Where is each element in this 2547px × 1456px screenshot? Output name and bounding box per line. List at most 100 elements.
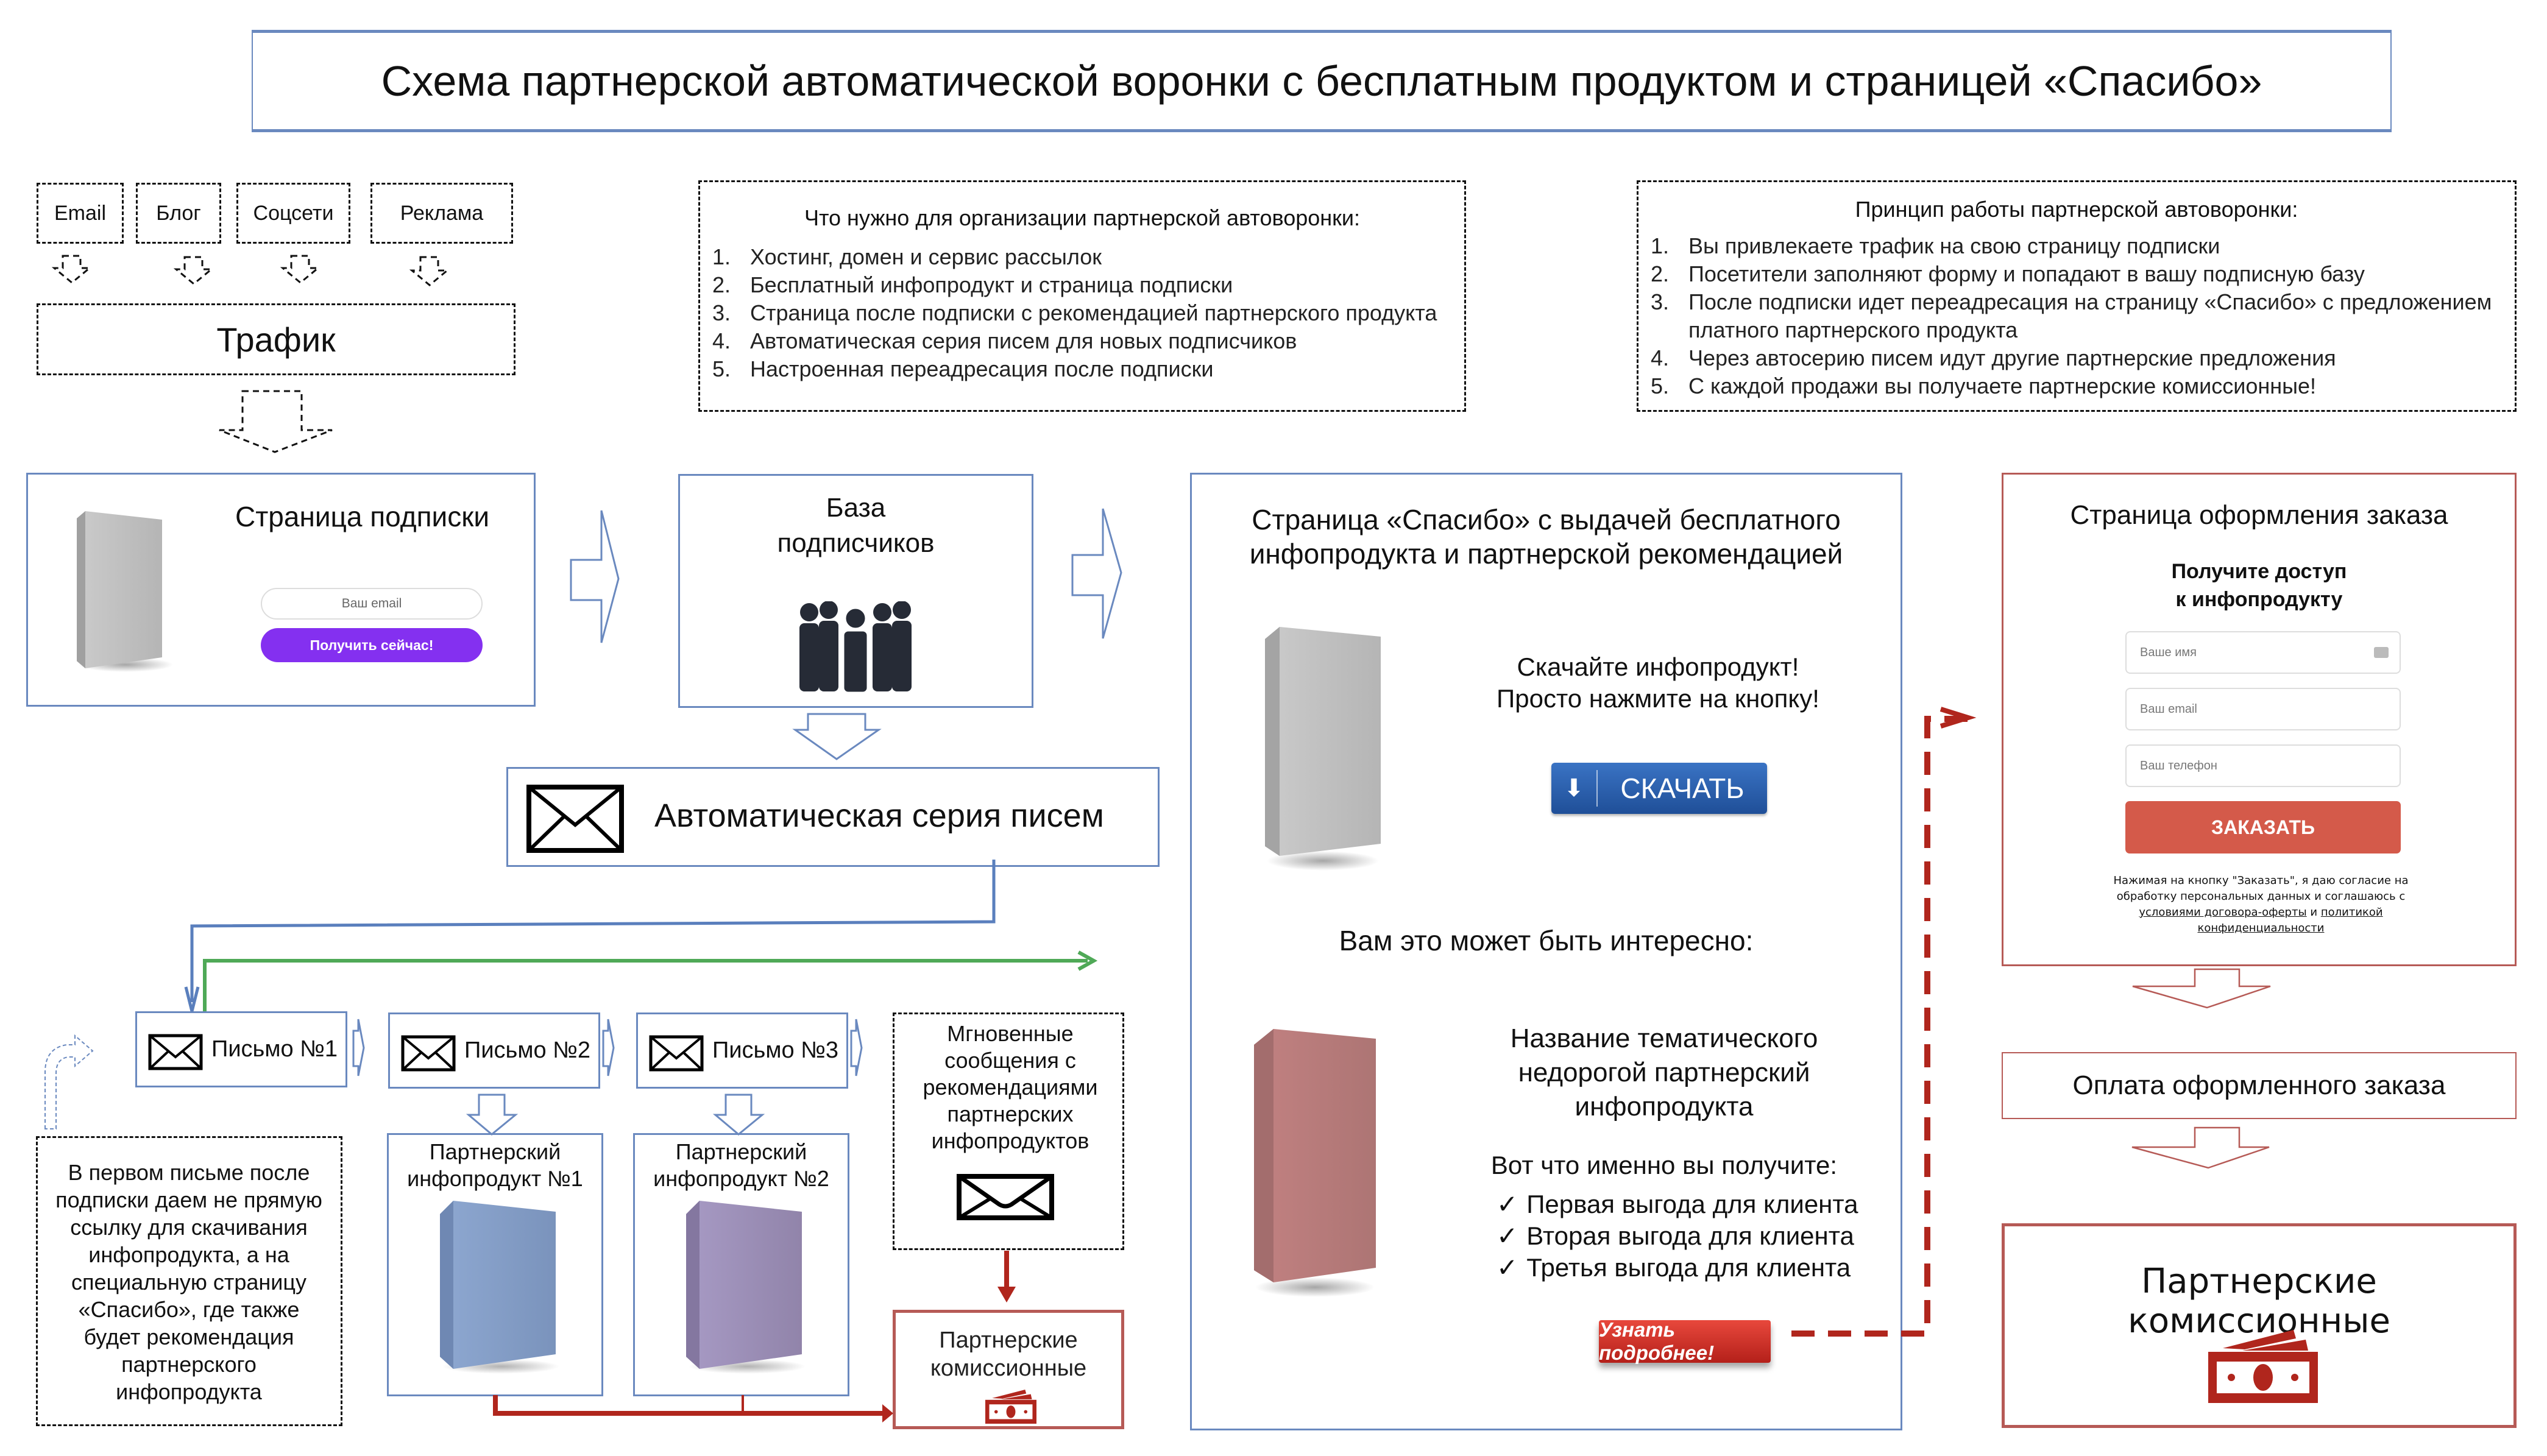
curved-dashed-arrow-icon <box>44 1034 94 1129</box>
letter-label: Письмо №3 <box>712 1037 839 1063</box>
requirements-box: Что нужно для организации партнерской ав… <box>698 180 1466 412</box>
messenger-text: Мгновенные сообщения с рекомендациями па… <box>923 1021 1098 1153</box>
down-arrow-icon <box>2132 968 2271 1009</box>
diagram-title-box: Схема партнерской автоматической воронки… <box>252 30 2392 132</box>
download-prompt-line2: Просто нажмите на кнопку! <box>1497 684 1819 713</box>
order-heading-line2: к инфопродукту <box>2175 588 2343 611</box>
traffic-source-label: Реклама <box>400 201 484 225</box>
principle-item: 3.После подписки идет переадресация на с… <box>1651 289 2492 342</box>
contact-card-icon <box>2374 647 2389 658</box>
benefit-item: ✓Вторая выгода для клиента <box>1497 1221 1854 1250</box>
order-form-heading: Получите доступ к инфопродукту <box>2003 557 2515 613</box>
principle-heading: Принцип работы партнерской автоворонки: <box>1855 197 2298 222</box>
consent-line3: условиями договора-оферты и политикой <box>2064 905 2457 921</box>
subscription-email-input[interactable]: Ваш email <box>261 588 483 620</box>
get-now-button[interactable]: Получить сейчас! <box>261 628 483 662</box>
down-arrow-icon <box>51 255 93 284</box>
money-icon <box>2208 1330 2318 1406</box>
download-button-label: СКАЧАТЬ <box>1620 772 1745 804</box>
traffic-source-social: Соцсети <box>236 183 350 244</box>
free-product-box-image <box>1265 627 1381 880</box>
down-arrow-icon <box>792 713 882 760</box>
down-arrow-icon <box>280 255 321 284</box>
offer-terms-link[interactable]: условиями договора-оферты <box>2139 906 2307 919</box>
letter-label: Письмо №1 <box>211 1036 338 1062</box>
traffic-source-blog: Блог <box>136 183 221 244</box>
down-arrow-icon <box>173 256 214 285</box>
requirements-item: 4.Автоматическая серия писем для новых п… <box>712 328 1297 353</box>
name-input-placeholder: Ваше имя <box>2140 645 2197 659</box>
requirements-list: 1.Хостинг, домен и сервис рассылок 2.Бес… <box>712 243 1452 383</box>
big-commissions-label: Партнерские комиссионные <box>2128 1262 2390 1341</box>
check-icon: ✓ <box>1497 1190 1518 1218</box>
small-commissions-box: Партнерские комиссионные <box>893 1310 1124 1429</box>
partner-product-title: Партнерский инфопродукт №2 <box>653 1139 829 1191</box>
benefit-item: ✓Первая выгода для клиента <box>1497 1190 1858 1218</box>
partner-product-2-box: Партнерский инфопродукт №2 <box>633 1133 849 1396</box>
traffic-box: Трафик <box>37 303 515 375</box>
diagram-title: Схема партнерской автоматической воронки… <box>381 57 2262 105</box>
thankyou-page-box: Страница «Спасибо» с выдачей бесплатного… <box>1190 473 1902 1430</box>
order-page-title: Страница оформления заказа <box>2070 500 2448 530</box>
envelope-icon <box>401 1035 456 1075</box>
partner-product-2-image <box>686 1196 808 1382</box>
small-commissions-line2: комиссионные <box>930 1355 1087 1381</box>
requirements-heading: Что нужно для организации партнерской ав… <box>804 205 1361 230</box>
traffic-source-email: Email <box>37 183 124 244</box>
thankyou-page-title: Страница «Спасибо» с выдачей бесплатного… <box>1192 503 1901 571</box>
traffic-source-ads: Реклама <box>370 183 513 244</box>
principle-item: 2.Посетители заполняют форму и попадают … <box>1651 261 2365 286</box>
thankyou-title-line2: инфопродукта и партнерской рекомендацией <box>1249 538 1843 570</box>
right-arrow-icon <box>570 510 620 643</box>
phone-input[interactable]: Ваш телефон <box>2125 744 2401 787</box>
big-commissions-box: Партнерские комиссионные <box>2002 1223 2517 1428</box>
partner-offer-box-image <box>1254 1029 1376 1306</box>
small-commissions-line1: Партнерские <box>939 1327 1078 1353</box>
payment-box: Оплата оформленного заказа <box>2002 1052 2517 1119</box>
subscriber-base-title: База подписчиков <box>680 490 1032 561</box>
traffic-label: Трафик <box>216 320 336 359</box>
letter-3-box: Письмо №3 <box>636 1012 848 1089</box>
requirements-item: 1.Хостинг, домен и сервис рассылок <box>712 244 1102 269</box>
partner-offer-title: Название тематического недорогой партнер… <box>1490 1022 1838 1124</box>
subscription-page-box: Страница подписки Ваш email Получить сей… <box>26 473 536 707</box>
traffic-source-label: Блог <box>156 201 201 225</box>
requirements-item: 5.Настроенная переадресация после подпис… <box>712 356 1214 381</box>
down-arrow-icon <box>409 256 450 286</box>
privacy-policy-link[interactable]: политикой <box>2320 906 2383 919</box>
envelope-icon <box>957 1174 1054 1223</box>
payment-label: Оплата оформленного заказа <box>2072 1070 2446 1100</box>
partner-product-1-box: Партнерский инфопродукт №1 <box>387 1133 603 1396</box>
download-chevron-icon: ⬇ <box>1551 770 1598 807</box>
download-button[interactable]: ⬇ СКАЧАТЬ <box>1551 763 1767 814</box>
benefits-heading: Вот что именно вы получите: <box>1490 1151 1838 1179</box>
thankyou-title-line1: Страница «Спасибо» с выдачей бесплатного <box>1252 504 1841 535</box>
subscriber-base-title-line1: База <box>826 493 886 523</box>
learn-more-button[interactable]: Узнать подробнее! <box>1599 1318 1771 1364</box>
letter-label: Письмо №2 <box>464 1037 591 1063</box>
envelope-icon <box>649 1035 704 1075</box>
download-prompt-line1: Скачайте инфопродукт! <box>1517 652 1799 681</box>
subscriber-base-box: База подписчиков <box>678 474 1033 708</box>
principle-item: 1.Вы привлекаете трафик на свою страницу… <box>1651 233 2220 258</box>
envelope-icon <box>526 785 624 856</box>
requirements-item: 3.Страница после подписки с рекомендацие… <box>712 300 1437 325</box>
order-button[interactable]: ЗАКАЗАТЬ <box>2125 801 2401 853</box>
consent-line1: Нажимая на кнопку "Заказать", я даю согл… <box>2113 874 2409 887</box>
benefits-list: ✓Первая выгода для клиента ✓Вторая выгод… <box>1497 1189 1858 1284</box>
order-email-input[interactable]: Ваш email <box>2125 688 2401 730</box>
order-page-box: Страница оформления заказа Получите дост… <box>2002 473 2517 966</box>
partner-product-1-image <box>440 1196 562 1382</box>
order-heading-line1: Получите доступ <box>2171 560 2347 583</box>
people-group-icon <box>791 601 925 694</box>
right-arrow-icon <box>850 1019 863 1076</box>
name-input[interactable]: Ваше имя <box>2125 631 2401 674</box>
consent-text: Нажимая на кнопку "Заказать", я даю согл… <box>2064 873 2457 936</box>
privacy-policy-link-cont[interactable]: конфиденциальности <box>2197 922 2325 935</box>
download-prompt: Скачайте инфопродукт! Просто нажмите на … <box>1484 651 1832 715</box>
money-icon <box>982 1390 1040 1427</box>
messenger-box: Мгновенные сообщения с рекомендациями па… <box>893 1012 1124 1250</box>
principle-box: Принцип работы партнерской автоворонки: … <box>1637 180 2517 412</box>
auto-series-to-letter1-line <box>190 860 996 1002</box>
consent-line2: обработку персональных данных и соглашаю… <box>2116 890 2406 903</box>
